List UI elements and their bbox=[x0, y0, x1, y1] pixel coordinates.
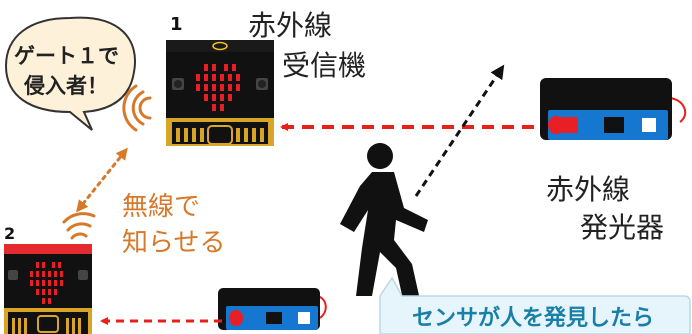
emitter-label-line1: 赤外線 bbox=[546, 173, 631, 206]
device-2-number: 2 bbox=[4, 224, 16, 243]
wifi-icon-2 bbox=[62, 212, 96, 240]
led-heart-2 bbox=[30, 262, 63, 304]
emitter-label-line2: 発光器 bbox=[580, 211, 665, 244]
speech-bubble bbox=[4, 16, 136, 131]
ir-emitter-1 bbox=[540, 78, 687, 140]
speech-bubble-line2: 侵入者！ bbox=[24, 74, 108, 98]
ir-emitter-2 bbox=[218, 288, 327, 330]
device-1-number: 1 bbox=[170, 14, 183, 35]
led-heart-1 bbox=[196, 64, 240, 111]
microbit-1 bbox=[166, 40, 274, 146]
motion-arrow bbox=[414, 64, 505, 197]
callout-box bbox=[379, 276, 691, 334]
wifi-icon-1 bbox=[122, 84, 152, 132]
walking-person-icon bbox=[340, 143, 428, 304]
wireless-label-line1: 無線で bbox=[122, 192, 201, 222]
receiver-label-line1: 赤外線 bbox=[248, 9, 333, 42]
speech-bubble-line1: ゲート１で bbox=[14, 44, 119, 68]
microbit-2 bbox=[4, 244, 92, 334]
receiver-label-line2: 受信機 bbox=[282, 49, 367, 82]
wireless-link-arrow bbox=[76, 147, 128, 213]
callout-text: センサが人を発見したら bbox=[412, 306, 655, 331]
wireless-label-line2: 知らせる bbox=[122, 228, 226, 258]
